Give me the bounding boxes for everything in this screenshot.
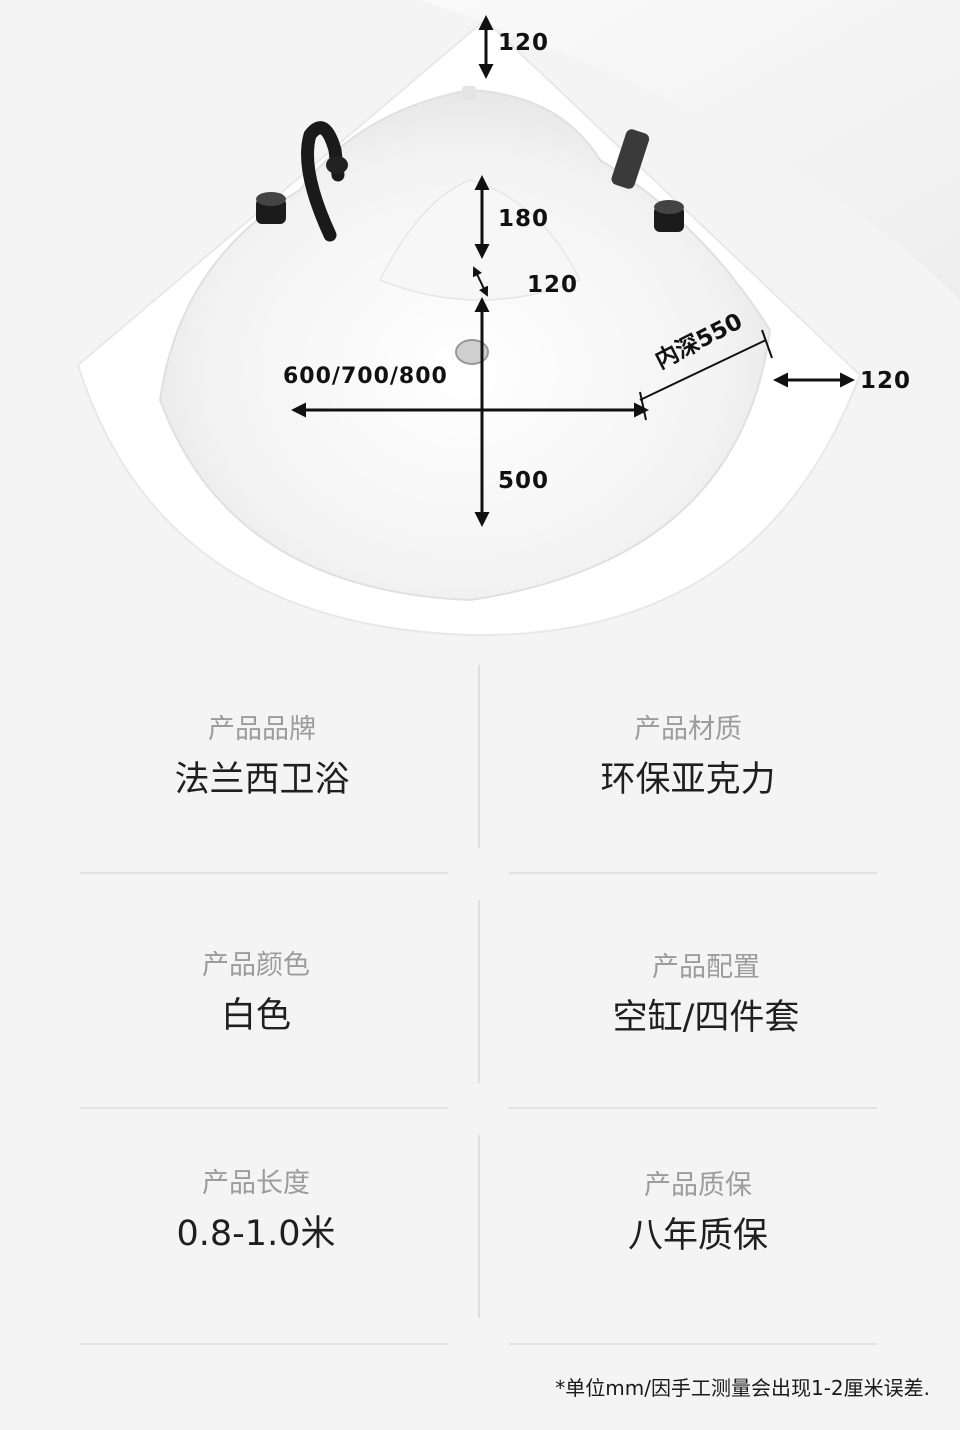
dim-front-label: 500	[498, 468, 550, 494]
spec-value: 八年质保	[627, 1216, 768, 1256]
dim-top-rim-label: 120	[498, 30, 550, 56]
dim-backrest-label: 180	[498, 206, 550, 232]
spec-value: 空缸/四件套	[612, 998, 800, 1038]
faucet-base-icon	[326, 156, 348, 174]
spec-label: 产品长度	[202, 1168, 310, 1199]
spec-label: 产品颜色	[202, 950, 310, 981]
bathtub-illustration	[0, 0, 960, 660]
grid-divider	[509, 872, 877, 874]
grid-divider	[80, 1343, 448, 1345]
spec-warranty: 产品质保 八年质保	[498, 1166, 898, 1262]
spec-value: 0.8-1.0米	[176, 1214, 336, 1254]
spec-label: 产品配置	[652, 952, 760, 983]
spec-label: 产品质保	[644, 1170, 752, 1201]
spec-value: 白色	[220, 996, 291, 1036]
overflow-icon	[462, 86, 476, 100]
spec-brand: 产品品牌 法兰西卫浴	[62, 710, 462, 806]
faucet-icon	[301, 121, 345, 242]
spec-length: 产品长度 0.8-1.0米	[56, 1164, 456, 1260]
spec-value: 环保亚克力	[600, 760, 776, 800]
dim-side-rim-label: 120	[860, 368, 912, 394]
spec-color: 产品颜色 白色	[56, 946, 456, 1042]
measurement-footnote: *单位mm/因手工测量会出现1-2厘米误差.	[555, 1376, 930, 1400]
spec-configuration: 产品配置 空缸/四件套	[506, 948, 906, 1044]
spec-value: 法兰西卫浴	[174, 760, 350, 800]
dim-depth-line	[639, 339, 767, 401]
dim-seat-gap-line	[472, 266, 489, 297]
wall-shadow	[420, 0, 960, 300]
grid-divider	[478, 665, 480, 848]
spec-label: 产品材质	[634, 714, 742, 745]
grid-divider	[478, 900, 480, 1083]
grid-divider	[509, 1343, 877, 1345]
spec-material: 产品材质 环保亚克力	[488, 710, 888, 806]
grid-divider	[80, 1107, 448, 1109]
dim-diameter-label: 600/700/800	[283, 364, 448, 389]
hand-shower-icon	[611, 129, 650, 189]
grid-divider	[478, 1135, 480, 1318]
grid-divider	[509, 1107, 877, 1109]
spec-label: 产品品牌	[208, 714, 316, 745]
bathtub-dimension-diagram: 120 180 120 600/700/800 500 120 内深550	[0, 0, 960, 660]
grid-divider	[80, 872, 448, 874]
dim-seat-gap-label: 120	[527, 272, 579, 298]
